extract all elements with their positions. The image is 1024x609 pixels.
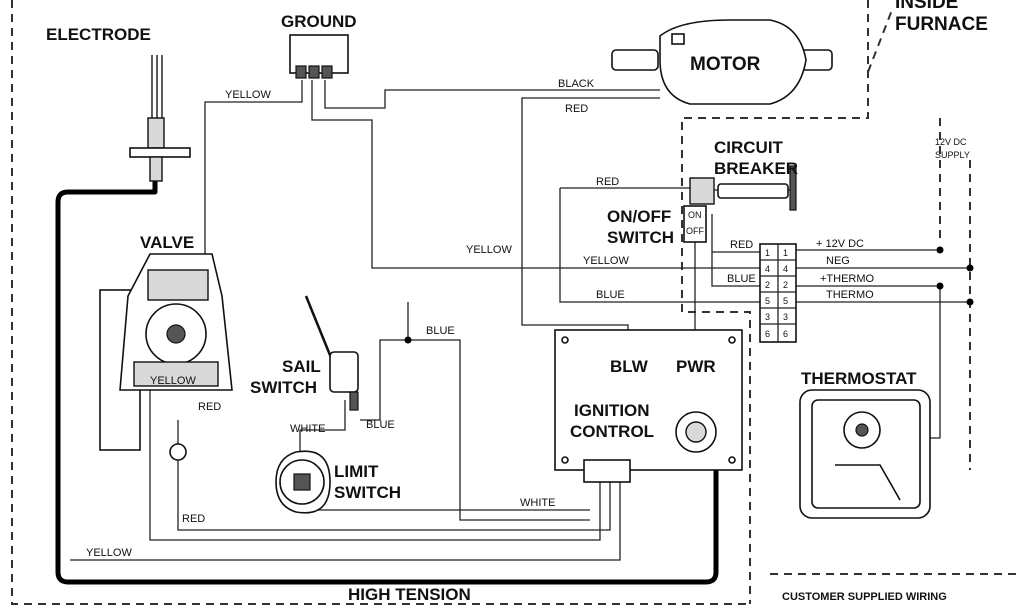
wire-label-white-bottom: WHITE [520,497,555,509]
circuit-breaker [689,165,797,211]
ignition-control-label-2: CONTROL [570,422,654,441]
terminal-1b: 1 [783,248,788,258]
wire-label-yellow-mid: YELLOW [466,244,512,256]
terminal-5b: 5 [783,296,788,306]
wire-label-yellow-bottom: YELLOW [86,547,132,559]
terminal-label-12v: + 12V DC [816,238,864,250]
terminal-6a: 6 [765,329,770,339]
wire-label-blue-sail-left: BLUE [426,325,455,337]
switch-on-mark: ON [688,210,702,220]
circuit-breaker-label-1: CIRCUIT [714,138,784,157]
limit-switch-label-2: SWITCH [334,483,401,502]
supply-label-2: SUPPLY [935,150,970,160]
high-tension-label: HIGH TENSION [348,585,471,604]
wire-label-black: BLACK [558,78,595,90]
motor [611,19,833,105]
inside-furnace-label-1: INSIDE [895,0,958,13]
wire-label-red-term: RED [730,239,753,251]
sail-switch-label-1: SAIL [282,357,321,376]
on-off-switch-label-2: SWITCH [607,228,674,247]
wire-label-yellow-ground: YELLOW [225,89,271,101]
wire-label-yellow-right: YELLOW [583,255,629,267]
sail-switch-label-2: SWITCH [250,378,317,397]
switch-off-mark: OFF [686,226,704,236]
terminal-labels: + 12V DC NEG +THERMO THERMO [816,238,875,301]
wire-label-red-breaker: RED [596,176,619,188]
limit-switch-label-1: LIMIT [334,462,379,481]
inside-furnace-label-2: FURNACE [895,14,988,35]
wire-label-yellow-valve: YELLOW [150,375,196,387]
motor-label: MOTOR [690,54,761,75]
terminal-label-thermo: THERMO [826,289,874,301]
supply-label-1: 12V DC [935,137,967,147]
terminal-label-neg: NEG [826,255,850,267]
component-labels: ELECTRODE GROUND MOTOR INSIDE FURNACE CI… [46,0,988,604]
terminal-1a: 1 [765,248,770,258]
ignition-control-label-1: IGNITION [574,401,650,420]
high-tension-lead [55,177,719,585]
terminal-3a: 3 [765,312,770,322]
terminal-2a: 2 [765,280,770,290]
junction-dots [404,246,974,344]
wire-labels: YELLOW BLACK RED RED YELLOW YELLOW RED B… [86,78,756,559]
electrode-label: ELECTRODE [46,25,151,44]
thermostat [799,389,931,519]
on-off-switch: ON OFF [683,205,707,243]
terminal-5a: 5 [765,296,770,306]
limit-switch [275,450,331,514]
sail-switch [304,295,359,411]
thermostat-label: THERMOSTAT [801,369,917,388]
wire-label-blue-main: BLUE [596,289,625,301]
inside-furnace-boundary [11,0,893,605]
customer-wiring-lines [770,118,1020,575]
ground-label: GROUND [281,12,357,31]
wire-label-red-valve: RED [198,401,221,413]
valve-label: VALVE [140,233,194,252]
gas-valve [99,253,233,461]
terminal-6b: 6 [783,329,788,339]
ignition-control [554,329,743,483]
blw-label: BLW [610,357,649,376]
pwr-label: PWR [676,357,716,376]
terminal-4a: 4 [765,264,770,274]
ground-block [289,34,349,79]
terminal-strip: 1 1 4 4 2 2 5 5 3 3 6 6 [759,243,797,343]
customer-wiring-label: CUSTOMER SUPPLIED WIRING [782,591,947,603]
terminal-label-thermo-pos: +THERMO [820,273,875,285]
wire-label-blue-term: BLUE [727,273,756,285]
on-off-switch-label-1: ON/OFF [607,207,671,226]
electrode [129,55,191,182]
terminal-2b: 2 [783,280,788,290]
wire-label-red-bottom: RED [182,513,205,525]
wire-label-red-motor: RED [565,103,588,115]
wire-label-blue-sail: BLUE [366,419,395,431]
terminal-3b: 3 [783,312,788,322]
wire-label-white-limit: WHITE [290,423,325,435]
terminal-4b: 4 [783,264,788,274]
circuit-breaker-label-2: BREAKER [714,159,798,178]
